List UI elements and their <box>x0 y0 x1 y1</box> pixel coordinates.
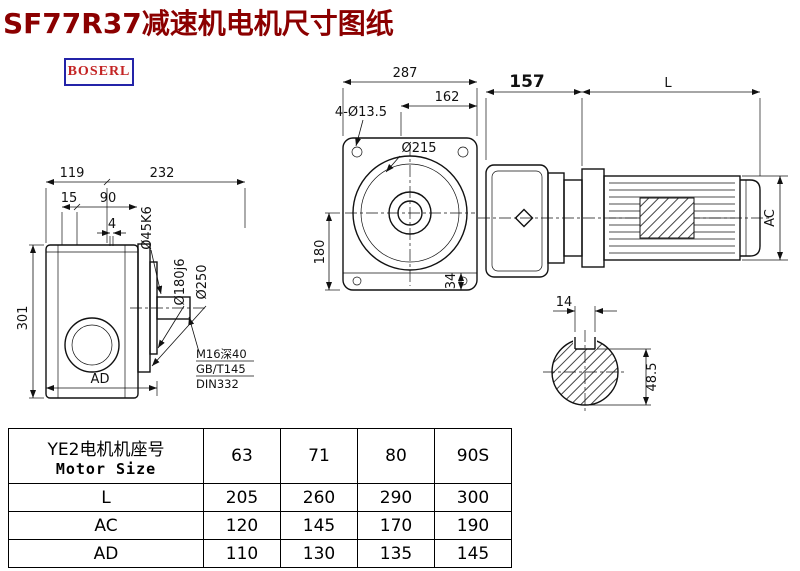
dim-bore-label: Ø215 <box>401 141 436 156</box>
row-label-AD: AD <box>8 539 204 568</box>
table-row-L: L 205 260 290 300 <box>8 483 512 512</box>
dim-L-label: L <box>664 76 672 91</box>
dim-287-label: 287 <box>393 66 418 81</box>
header-size-90s: 90S <box>434 428 512 484</box>
header-motor-size-cn: YE2电机机座号 <box>47 439 165 460</box>
page-title: SF77R37减速机电机尺寸图纸 <box>3 7 394 40</box>
technical-drawing: 119 232 15 90 4 301 AD <box>16 66 788 414</box>
value-AD-63: 110 <box>203 539 281 568</box>
oil-plug <box>514 208 534 228</box>
value-AC-63: 120 <box>203 511 281 540</box>
table-header-row: YE2电机机座号 Motor Size 63 71 80 90S <box>8 428 512 484</box>
motor-nameplate <box>639 197 695 239</box>
dim-15-label: 15 <box>61 191 78 206</box>
note-standard-din: DIN332 <box>196 377 239 391</box>
shaft-section-view: 14 48.5 <box>543 295 660 414</box>
dim-232-label: 232 <box>150 166 175 181</box>
side-view: 119 232 15 90 4 301 AD <box>16 166 254 399</box>
mounting-hole <box>351 146 363 158</box>
row-label-AC: AC <box>8 511 204 540</box>
mounting-hole <box>457 146 469 158</box>
foot-hole <box>458 276 468 286</box>
value-L-63: 205 <box>203 483 281 512</box>
note-tapped-hole: M16深40 <box>196 347 247 361</box>
brand-logo: BOSERL <box>64 58 134 86</box>
dim-301-label: 301 <box>16 306 31 331</box>
dim-holes-label: 4-Ø13.5 <box>335 105 387 120</box>
side-bore-circle <box>64 317 120 373</box>
dim-48-5-label: 48.5 <box>645 363 660 392</box>
header-motor-size-cell: YE2电机机座号 Motor Size <box>8 428 204 484</box>
foot-hole <box>352 276 362 286</box>
dim-162-label: 162 <box>435 90 460 105</box>
value-AD-90s: 145 <box>434 539 512 568</box>
motor-fins <box>609 182 735 254</box>
value-AD-71: 130 <box>280 539 358 568</box>
front-view: 287 162 4-Ø13.5 Ø215 180 34 <box>313 66 478 291</box>
dim-119-label: 119 <box>60 166 85 181</box>
dim-AC-label: AC <box>763 209 778 227</box>
header-size-80: 80 <box>357 428 435 484</box>
motor-body <box>603 175 741 261</box>
callout-shaft-dia: Ø45K6 <box>140 206 155 250</box>
value-L-80: 290 <box>357 483 435 512</box>
note-standard-gb: GB/T145 <box>196 362 246 376</box>
motor-dimension-table: YE2电机机座号 Motor Size 63 71 80 90S L 205 2… <box>8 428 512 568</box>
motor-side-view: 157 L AC <box>478 72 788 278</box>
dim-ad-label: AD <box>91 372 110 387</box>
value-AD-80: 135 <box>357 539 435 568</box>
dim-14-label: 14 <box>556 295 573 310</box>
callout-spigot-dia: Ø180j6 <box>173 259 188 306</box>
header-motor-size-en: Motor Size <box>55 459 157 478</box>
dim-157-label: 157 <box>509 72 545 92</box>
front-housing-outline <box>342 137 478 291</box>
header-size-63: 63 <box>203 428 281 484</box>
table-row-AD: AD 110 130 135 145 <box>8 539 512 568</box>
row-label-L: L <box>8 483 204 512</box>
table-row-AC: AC 120 145 170 190 <box>8 511 512 540</box>
callout-flange-dia: Ø250 <box>195 264 210 299</box>
gearbox-body <box>485 164 549 278</box>
value-AC-80: 170 <box>357 511 435 540</box>
dim-180-label: 180 <box>313 240 328 265</box>
dim-34-label: 34 <box>444 273 459 290</box>
header-size-71: 71 <box>280 428 358 484</box>
dim-4-label: 4 <box>108 217 116 232</box>
value-AC-71: 145 <box>280 511 358 540</box>
fan-cover <box>740 179 761 257</box>
value-L-90s: 300 <box>434 483 512 512</box>
value-AC-90s: 190 <box>434 511 512 540</box>
value-L-71: 260 <box>280 483 358 512</box>
dim-90-label: 90 <box>100 191 117 206</box>
